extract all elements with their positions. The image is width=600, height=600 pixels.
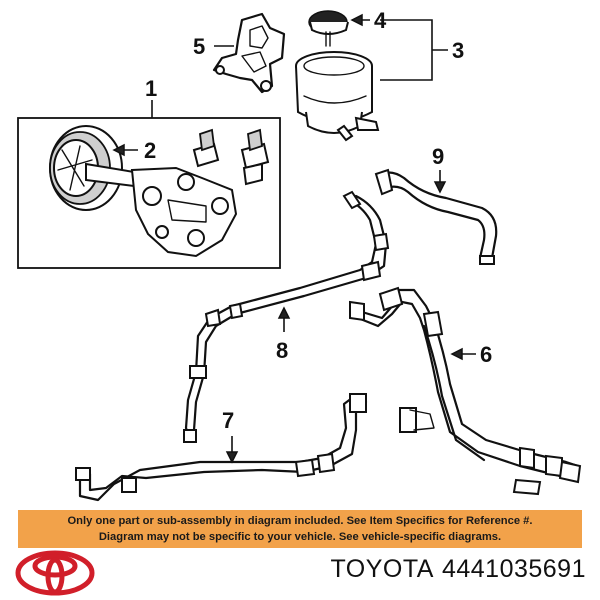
return-hose-part (374, 168, 498, 265)
reservoir-cap-part (308, 10, 349, 47)
lower-line-part (75, 393, 368, 502)
callout-9: 9 (432, 144, 444, 169)
pump-assembly-box (17, 117, 281, 269)
callout-7: 7 (222, 408, 234, 433)
toyota-logo (15, 550, 95, 596)
callout-6: 6 (480, 342, 492, 367)
reservoir-part (295, 51, 380, 142)
pressure-line-part (183, 190, 390, 443)
disclaimer-banner: Only one part or sub-assembly in diagram… (18, 510, 582, 548)
disclaimer-line-2: Diagram may not be specific to your vehi… (98, 531, 502, 543)
bracket-part (212, 12, 286, 94)
brand-name: TOYOTA (330, 555, 434, 583)
part-number: 4441035691 (441, 555, 586, 583)
cooler-tube-part (349, 286, 582, 496)
leader-3 (380, 19, 448, 81)
callout-3: 3 (452, 38, 464, 63)
disclaimer-line-1: Only one part or sub-assembly in diagram… (67, 515, 533, 527)
callout-8: 8 (276, 338, 288, 363)
fitting-a-part (192, 128, 220, 168)
callout-5: 5 (193, 34, 205, 59)
callout-2: 2 (144, 138, 156, 163)
pump-body-part (130, 166, 238, 258)
pulley-part (49, 125, 135, 211)
pressure-switch-part (240, 128, 270, 186)
callout-1: 1 (145, 76, 157, 101)
